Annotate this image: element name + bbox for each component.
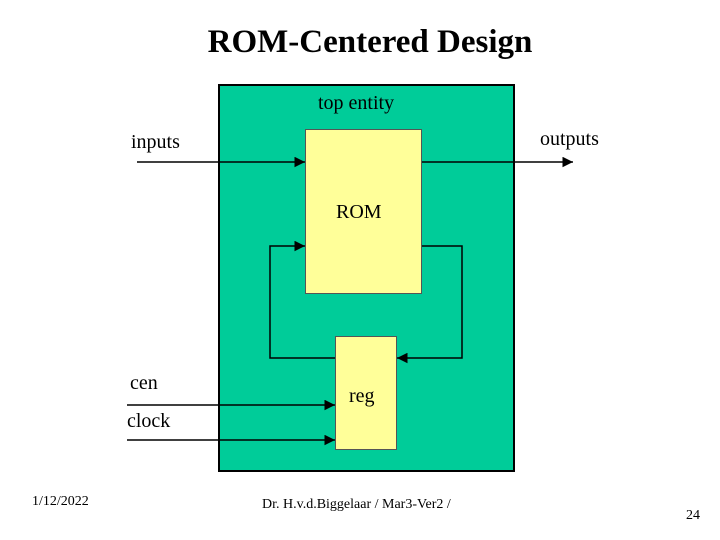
page-number: 24	[686, 508, 700, 523]
footer-author: Dr. H.v.d.Biggelaar / Mar3-Ver2 /	[262, 497, 451, 512]
cen-label: cen	[130, 372, 158, 394]
entity-label: top entity	[318, 92, 395, 114]
footer-date: 1/12/2022	[32, 494, 89, 509]
reg-label: reg	[349, 385, 375, 407]
outputs-label: outputs	[540, 128, 599, 150]
rom-block	[305, 129, 422, 294]
slide-title: ROM-Centered Design	[207, 24, 533, 60]
reg-block	[335, 336, 397, 450]
inputs-label: inputs	[131, 131, 180, 153]
rom-label: ROM	[336, 201, 382, 223]
clock-label: clock	[127, 410, 171, 432]
reg-to-rom-wire	[269, 240, 335, 359]
rom-to-reg-wire	[397, 245, 463, 364]
